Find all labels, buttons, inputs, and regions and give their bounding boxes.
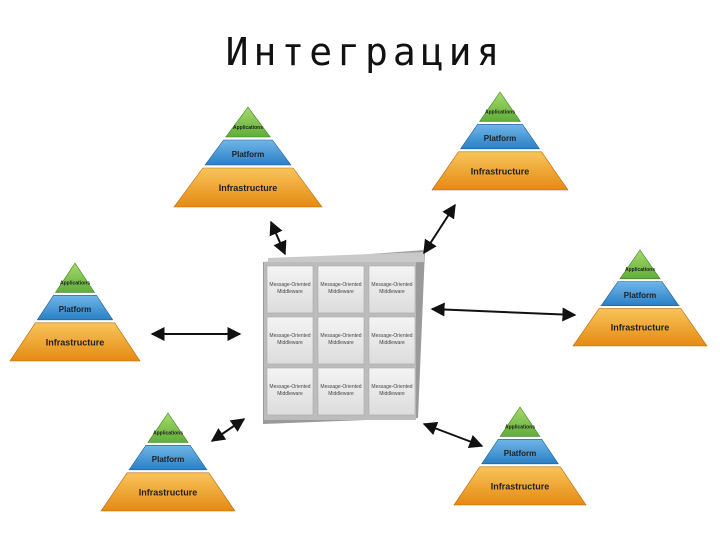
pyramid-applications-tier: [147, 412, 189, 443]
infrastructure-label: Infrastructure: [139, 487, 198, 497]
infrastructure-label: Infrastructure: [611, 323, 670, 333]
pyramid-infrastructure-tier: [100, 472, 236, 512]
pyramid-infrastructure-tier: [431, 151, 569, 191]
pyramid-platform-tier: [459, 124, 541, 150]
pyramid-platform-tier: [36, 295, 114, 321]
cell-line2: Middleware: [379, 391, 405, 397]
cell-line2: Middleware: [277, 391, 303, 397]
pyramid-applications-tier: [619, 249, 661, 280]
middleware-block: Message-OrientedMiddlewareMessage-Orient…: [263, 250, 425, 424]
applications-label: Applications: [485, 110, 515, 116]
pyramid-infrastructure-tier: [572, 308, 708, 347]
platform-label: Platform: [152, 455, 184, 464]
cell-line2: Middleware: [328, 289, 354, 295]
applications-label: Applications: [60, 281, 90, 287]
connector-arrow: [269, 220, 287, 256]
applications-label: Applications: [505, 425, 535, 431]
pyramid-infrastructure-tier: [173, 167, 323, 208]
cell-line1: Message-Oriented: [371, 282, 412, 288]
cell-line1: Message-Oriented: [269, 282, 310, 288]
cell-line1: Message-Oriented: [371, 384, 412, 390]
platform-label: Platform: [484, 134, 516, 143]
pyramid-platform-tier: [481, 439, 559, 465]
connector-arrow: [423, 203, 456, 255]
applications-label: Applications: [233, 125, 263, 131]
cell-line1: Message-Oriented: [269, 384, 310, 390]
cell-line1: Message-Oriented: [371, 333, 412, 339]
pyramid-platform-tier: [128, 445, 208, 471]
cell-line1: Message-Oriented: [320, 282, 361, 288]
cell-line2: Middleware: [379, 289, 405, 295]
pyramid-infrastructure-tier: [9, 322, 141, 362]
cell-line2: Middleware: [328, 391, 354, 397]
cell-line2: Middleware: [277, 289, 303, 295]
platform-label: Platform: [59, 305, 91, 314]
pyramid-applications-tier: [54, 262, 96, 293]
connector-arrow: [422, 421, 484, 449]
infrastructure-label: Infrastructure: [471, 166, 530, 176]
pyramid-applications-tier: [499, 406, 541, 437]
infrastructure-label: Infrastructure: [219, 183, 278, 193]
applications-label: Applications: [625, 267, 655, 273]
pyramid-applications-tier: [479, 91, 521, 122]
cell-line1: Message-Oriented: [320, 384, 361, 390]
cell-line1: Message-Oriented: [269, 333, 310, 339]
platform-label: Platform: [232, 150, 264, 159]
cell-line1: Message-Oriented: [320, 333, 361, 339]
infrastructure-label: Infrastructure: [491, 481, 550, 491]
pyramid-platform-tier: [600, 281, 680, 306]
pyramid-platform-tier: [204, 139, 292, 166]
connector-arrow: [430, 302, 577, 322]
applications-label: Applications: [153, 431, 183, 437]
cell-line2: Middleware: [328, 340, 354, 346]
platform-label: Platform: [624, 291, 656, 300]
pyramid-applications-tier: [225, 106, 271, 138]
page-title: Интеграция: [225, 30, 505, 74]
platform-label: Platform: [504, 449, 536, 458]
cell-line2: Middleware: [379, 340, 405, 346]
infrastructure-label: Infrastructure: [46, 337, 105, 347]
connector-arrow: [210, 418, 246, 442]
pyramid-infrastructure-tier: [453, 466, 587, 506]
cell-line2: Middleware: [277, 340, 303, 346]
